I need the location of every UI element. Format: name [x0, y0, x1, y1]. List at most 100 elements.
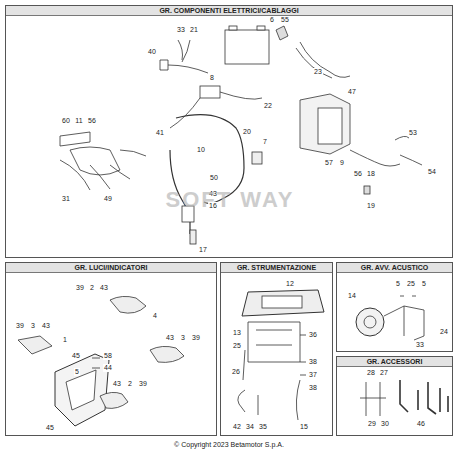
callout-number: 25 [406, 280, 416, 288]
callout-number: 20 [242, 128, 252, 136]
callout-number: 11 [74, 117, 83, 125]
group-heading: GR. ACCESSORI [337, 357, 452, 367]
callout-number: 13 [232, 329, 242, 337]
callout-number: 22 [263, 102, 273, 110]
callout-number: 5 [421, 280, 427, 288]
callout-number: 46 [416, 420, 426, 428]
callout-number: 43 [99, 284, 109, 292]
callout-number: 35 [258, 423, 268, 431]
callout-number: 21 [189, 26, 199, 34]
callout-number: 55 [280, 16, 290, 24]
accessory-cables [400, 380, 448, 414]
callout-number: 9 [339, 159, 345, 167]
bracket [248, 322, 300, 362]
callout-number: 26 [231, 368, 241, 376]
callout-number: 45 [45, 424, 55, 432]
bulb [92, 358, 100, 368]
terminal [178, 40, 190, 62]
group-heading: GR. STRUMENTAZIONE [221, 263, 332, 273]
callout-number: 3 [180, 334, 186, 342]
group-heading: GR. COMPONENTI ELETTRICI/CABLAGGI [6, 6, 452, 16]
group-panel: GR. ACCESSORI [336, 356, 453, 436]
callout-number: 39 [191, 334, 201, 342]
relay [200, 86, 220, 98]
cable [160, 60, 208, 73]
callout-number: 5 [74, 368, 80, 376]
callout-number: 54 [427, 168, 437, 176]
callout-number: 39 [75, 284, 85, 292]
callout-number: 43 [112, 380, 122, 388]
indicator [110, 296, 146, 313]
callout-number: 29 [367, 420, 377, 428]
callout-number: 27 [379, 369, 389, 377]
battery [225, 30, 269, 64]
callout-number: 58 [103, 352, 113, 360]
callout-number: 23 [313, 68, 323, 76]
callout-number: 3 [30, 322, 36, 330]
callout-number: 33 [176, 26, 186, 34]
watermark: SOFT WAY [165, 196, 296, 204]
callout-number: 56 [87, 117, 97, 125]
headlight [55, 354, 109, 426]
callout-number: 4 [152, 312, 158, 320]
callout-number: 2 [127, 380, 133, 388]
callout-number: 1 [62, 336, 68, 344]
group-panel: GR. AVV. ACUSTICO [336, 262, 453, 352]
group-heading: GR. LUCI/INDICATORI [6, 263, 216, 273]
callout-number: 28 [366, 369, 376, 377]
indicator [150, 346, 184, 362]
callout-number: 31 [61, 195, 71, 203]
callout-number: 8 [209, 74, 215, 82]
wire [170, 92, 262, 128]
callout-number: 43 [41, 322, 51, 330]
callout-number: 17 [198, 246, 208, 254]
callout-number: 19 [366, 202, 376, 210]
wires [60, 150, 146, 190]
callout-number: 37 [308, 371, 318, 379]
callout-number: 45 [71, 352, 81, 360]
callout-number: 38 [308, 384, 318, 392]
indicator [18, 336, 52, 354]
callout-number: 42 [232, 423, 242, 431]
callout-number: 53 [408, 129, 418, 137]
callout-number: 39 [15, 322, 25, 330]
switch [60, 132, 90, 146]
group-panel: GR. COMPONENTI ELETTRICI/CABLAGGI [5, 5, 453, 258]
speed-sensor [238, 380, 300, 420]
wire-harness [296, 42, 350, 78]
callout-number: 7 [262, 138, 268, 146]
callout-number: 43 [165, 334, 175, 342]
horn [356, 308, 384, 336]
copyright-caption: © Copyright 2023 Betamotor S.p.A. [0, 441, 458, 448]
dashboard [242, 290, 324, 316]
callout-number: 10 [196, 146, 206, 154]
callout-number: 44 [103, 364, 113, 372]
callout-number: 5 [395, 280, 401, 288]
callout-number: 60 [61, 117, 71, 125]
callout-number: 57 [324, 159, 334, 167]
callout-number: 30 [380, 420, 390, 428]
callout-number: 56 [353, 170, 363, 178]
callout-number: 38 [308, 358, 318, 366]
callout-number: 18 [366, 170, 376, 178]
horn-bracket [384, 306, 424, 340]
callout-number: 49 [103, 195, 113, 203]
callout-number: 6 [269, 16, 275, 24]
callout-number: 41 [155, 129, 165, 137]
indicator [100, 392, 128, 408]
group-panel: GR. LUCI/INDICATORI [5, 262, 217, 436]
wiring [350, 136, 422, 166]
callout-number: 34 [245, 423, 255, 431]
cable-20 [176, 115, 244, 204]
callout-number: 14 [347, 292, 357, 300]
callout-number: 36 [308, 331, 318, 339]
callout-number: 47 [347, 88, 357, 96]
callout-number: 40 [147, 48, 157, 56]
callout-number: 15 [299, 423, 309, 431]
battery-strap [276, 26, 288, 40]
callout-number: 24 [439, 328, 449, 336]
part-7 [252, 152, 262, 164]
callout-number: 25 [232, 342, 242, 350]
group-heading: GR. AVV. ACUSTICO [337, 263, 452, 273]
